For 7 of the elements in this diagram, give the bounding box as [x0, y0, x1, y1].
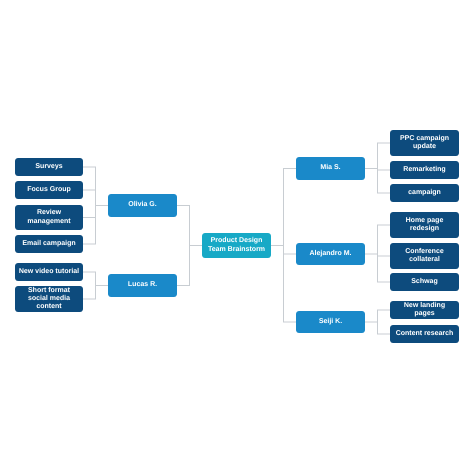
- connector-line: [364, 254, 390, 282]
- connector-line: [82, 285, 108, 300]
- connector-line: [364, 322, 390, 334]
- connector-line: [364, 168, 390, 194]
- connector-line: [176, 245, 202, 286]
- connector-line: [270, 245, 296, 322]
- connector-line: [82, 205, 108, 244]
